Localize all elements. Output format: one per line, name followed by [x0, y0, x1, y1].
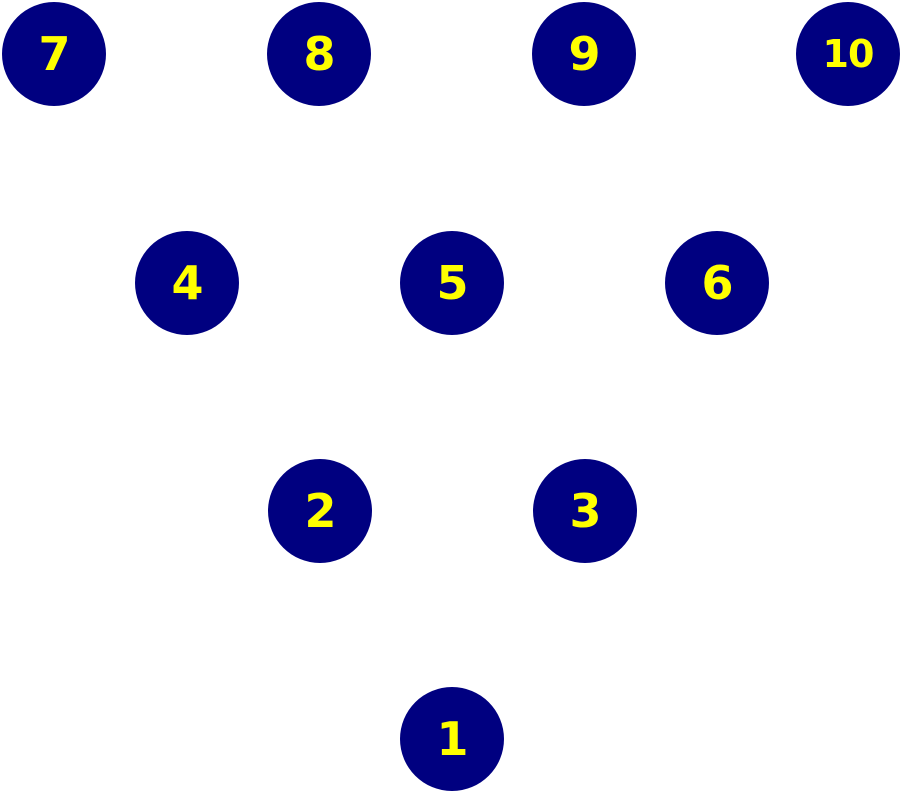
pin-6: 6 — [665, 231, 769, 335]
pin-1-label: 1 — [436, 712, 468, 766]
pin-7: 7 — [2, 2, 106, 106]
pin-4: 4 — [135, 231, 239, 335]
pin-4-label: 4 — [171, 256, 203, 310]
pin-9-label: 9 — [568, 27, 600, 81]
pin-8-label: 8 — [303, 27, 335, 81]
pin-6-label: 6 — [701, 256, 733, 310]
pin-5-label: 5 — [436, 256, 468, 310]
pin-9: 9 — [532, 2, 636, 106]
pin-2: 2 — [268, 459, 372, 563]
pin-1: 1 — [400, 687, 504, 791]
pin-3: 3 — [533, 459, 637, 563]
pin-5: 5 — [400, 231, 504, 335]
pin-2-label: 2 — [304, 484, 336, 538]
pin-8: 8 — [267, 2, 371, 106]
pin-7-label: 7 — [38, 27, 70, 81]
pin-10: 10 — [796, 2, 900, 106]
pin-10-label: 10 — [822, 32, 875, 76]
pin-3-label: 3 — [569, 484, 601, 538]
